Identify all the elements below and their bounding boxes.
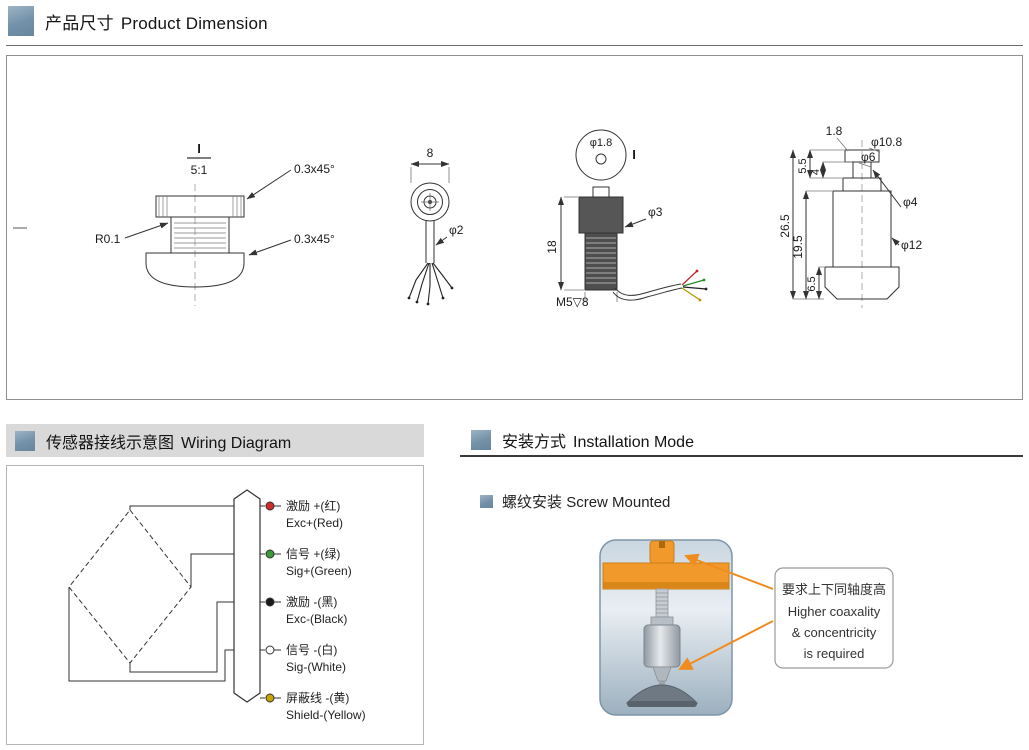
screw-mount-illustration [599, 539, 733, 716]
product-dimension-panel: I 5:1 0.3x45° 0.3x45° R0.1 [6, 55, 1023, 400]
dimension-drawings-svg: I 5:1 0.3x45° 0.3x45° R0.1 [13, 124, 922, 309]
terminal-sig-plus [265, 549, 275, 559]
wire-label-en: Sig+(Green) [286, 564, 352, 578]
chamfer-top-label: 0.3x45° [294, 162, 335, 176]
detail-view-drawing: I 5:1 0.3x45° 0.3x45° R0.1 [95, 141, 335, 306]
wiring-title-cn: 传感器接线示意图 [46, 434, 175, 452]
body-height-dim: 18 [545, 240, 559, 254]
terminal-exc-plus [265, 501, 275, 511]
header-wiring-diagram: 传感器接线示意图 Wiring Diagram [6, 424, 424, 457]
installation-title-en: Installation Mode [573, 433, 694, 451]
cable-diameter-label: φ2 [449, 223, 464, 237]
top-view-drawing: 8 φ2 [407, 146, 464, 306]
callout-line-4: is required [804, 646, 865, 661]
wire-label-cn: 激励 -(黑) [286, 595, 337, 609]
installation-illustration-svg: 要求上下同轴度高 Higher coaxality & concentricit… [599, 539, 894, 716]
boss-diameter-label: φ6 [861, 150, 876, 164]
detail-marker-label: I [632, 147, 636, 162]
wire-label-en: Exc-(Black) [286, 612, 347, 626]
cap-height-dim: 1.8 [826, 124, 843, 138]
callout-line-1: 要求上下同轴度高 [782, 582, 886, 597]
wire-label-cn: 信号 -(白) [286, 642, 337, 657]
wiring-diagram-panel: 激励 +(红) Exc+(Red) 信号 +(绿) Sig+(Green) 激励… [6, 465, 424, 745]
stem-diameter-label: φ4 [903, 195, 918, 209]
header-installation-mode: 安装方式 Installation Mode [460, 424, 1023, 457]
head-width-dim: 8 [427, 146, 434, 160]
wire-label-en: Sig-(White) [286, 660, 346, 674]
dim-5-5: 5.5 [797, 158, 809, 173]
header-product-dimension: 产品尺寸 Product Dimension [8, 6, 268, 36]
detail-view-label: I [197, 141, 201, 156]
section-title-en: Product Dimension [120, 13, 268, 33]
detail-view-scale: 5:1 [191, 163, 208, 177]
installation-title: 安装方式 Installation Mode [502, 428, 694, 452]
callout-line-2: Higher coaxality [788, 604, 881, 619]
wire-terminals [260, 501, 281, 703]
coaxiality-callout: 要求上下同轴度高 Higher coaxality & concentricit… [678, 553, 894, 670]
dim-4: 4 [810, 169, 822, 175]
hole-diameter-label: φ1.8 [590, 137, 612, 149]
wire-label-en: Exc+(Red) [286, 516, 343, 530]
body-height-dim-2: 19.5 [791, 235, 805, 259]
section-marker-icon [8, 6, 34, 36]
terminal-sig-minus [265, 645, 275, 655]
screw-mounted-title: 螺纹安装 Screw Mounted [502, 491, 670, 512]
terminal-shield [265, 693, 275, 703]
callout-arrow-bottom [678, 620, 774, 670]
header-rule [6, 45, 1023, 46]
wire-labels: 激励 +(红) Exc+(Red) 信号 +(绿) Sig+(Green) 激励… [286, 498, 366, 722]
installation-panel: 螺纹安装 Screw Mounted [460, 465, 1023, 745]
wire-label-cn: 屏蔽线 -(黄) [286, 691, 349, 705]
front-view-drawing: φ1.8 I 18 φ3 M5▽8 [545, 129, 708, 309]
base-height-dim: 6.5 [806, 276, 818, 291]
section-view-drawing: 1.8 φ10.8 φ6 4 5.5 26.5 19.5 6.5 φ4 [778, 124, 922, 308]
bridge-circuit [68, 505, 234, 682]
wiring-diagram-svg: 激励 +(红) Exc+(Red) 信号 +(绿) Sig+(Green) 激励… [68, 489, 366, 722]
total-height-dim: 26.5 [778, 214, 792, 238]
wiring-title: 传感器接线示意图 Wiring Diagram [46, 429, 291, 453]
wire-label-cn: 信号 +(绿) [286, 546, 340, 561]
cable-connector [233, 489, 261, 703]
installation-title-cn: 安装方式 [502, 433, 567, 451]
section-marker-icon [15, 430, 35, 451]
section-marker-icon [471, 429, 491, 450]
section-title: 产品尺寸 Product Dimension [45, 9, 268, 34]
terminal-exc-minus [265, 597, 275, 607]
base-diameter-label: φ12 [901, 238, 922, 252]
callout-line-3: & concentricity [792, 625, 877, 640]
sensor-body [643, 624, 681, 668]
sensor-cone [652, 666, 672, 682]
fillet-radius-label: R0.1 [95, 232, 121, 246]
bullet-square-icon [480, 495, 493, 508]
body-diameter-label: φ3 [648, 205, 663, 219]
wire-label-en: Shield-(Yellow) [286, 708, 366, 722]
sensor-cap [650, 616, 674, 626]
wiring-title-en: Wiring Diagram [181, 434, 292, 452]
section-title-cn: 产品尺寸 [45, 13, 114, 33]
screw-mounted-cn: 螺纹安装 [502, 494, 563, 511]
cap-diameter-label: φ10.8 [871, 135, 902, 149]
screw-mounted-en: Screw Mounted [566, 494, 671, 511]
thread-spec-label: M5▽8 [556, 295, 589, 309]
chamfer-bottom-label: 0.3x45° [294, 232, 335, 246]
screw-mounted-subheader: 螺纹安装 Screw Mounted [480, 491, 670, 512]
callout-arrow-top [684, 553, 774, 590]
wire-label-cn: 激励 +(红) [286, 498, 340, 513]
